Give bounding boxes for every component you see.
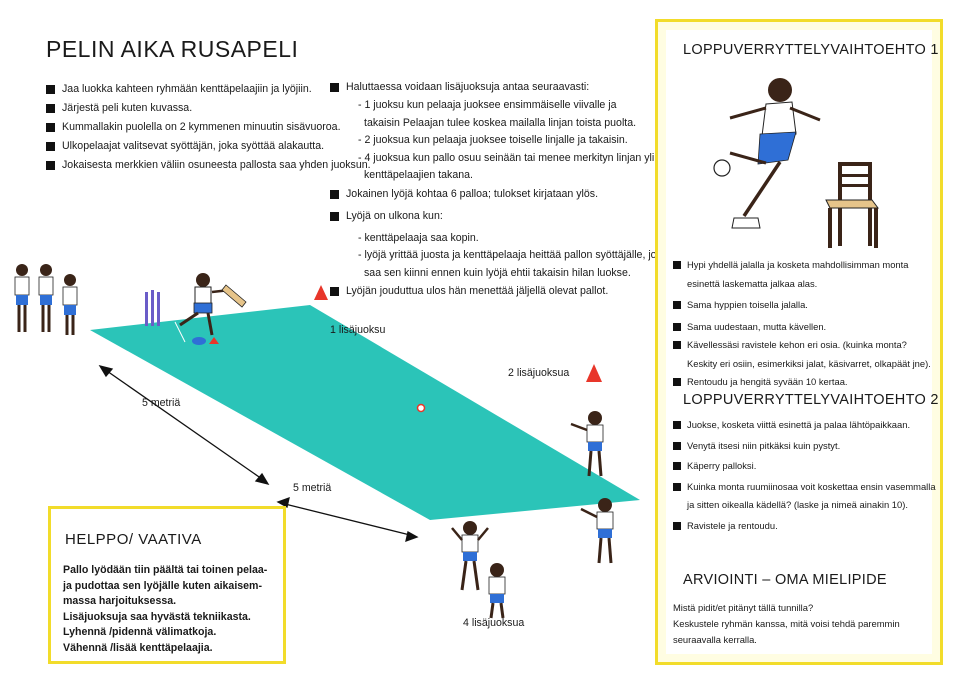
run-rule: - 1 juoksu kun pelaaja juoksee ensimmäis… [358, 99, 617, 111]
label-distance-bottom: 5 metriä [293, 482, 332, 494]
cooldown2-item: Kuinka monta ruumiinosaa voit koskettaa … [673, 478, 936, 497]
cooldown2-list: Juokse, kosketa viittä esinettä ja palaa… [673, 416, 936, 535]
out-item: - kenttäpelaaja saa kopin. [358, 231, 479, 244]
evaluation-line: Mistä pidit/et pitänyt tällä tunnilla? [673, 602, 814, 613]
evaluation-text: Mistä pidit/et pitänyt tällä tunnilla? K… [673, 600, 900, 648]
cooldown2-title: LOPPUVERRYTTELYVAIHTOEHTO 2 [683, 392, 939, 408]
difficulty-text: Pallo lyödään tiin päältä tai toinen pel… [63, 563, 267, 656]
difficulty-box: HELPPO/ VAATIVA Pallo lyödään tiin päält… [48, 506, 286, 664]
balls-rule: Jokainen lyöjä kohtaa 6 palloa; tulokset… [330, 185, 668, 204]
cooldown-panel [655, 19, 943, 665]
cooldown2-item: Ravistele ja rentoudu. [673, 517, 936, 536]
difficulty-line: Pallo lyödään tiin päältä tai toinen pel… [63, 564, 268, 576]
label-one-run: 1 lisäjuoksu [330, 324, 386, 336]
cooldown2-item-cont: ja sitten oikealla kädellä? (laske ja ni… [687, 499, 908, 510]
difficulty-title: HELPPO/ VAATIVA [65, 531, 202, 548]
label-two-runs: 2 lisäjuoksua [508, 367, 570, 379]
cooldown2-item: Käperry palloksi. [673, 457, 936, 476]
difficulty-line: Lisäjuoksuja saa hyvästä tekniikasta. [63, 610, 251, 623]
cone [314, 285, 328, 300]
field-illustration [14, 264, 640, 619]
run-rule: - 4 juoksua kun pallo osuu seinään tai m… [358, 151, 655, 164]
cooldown2-item: Juokse, kosketa viittä esinettä ja palaa… [673, 416, 936, 435]
pitch [90, 305, 640, 520]
label-distance-left: 5 metriä [142, 397, 181, 409]
difficulty-line: Vähennä /lisää kenttäpelaajia. [63, 641, 213, 654]
hopping-child-illustration [713, 78, 879, 248]
cooldown1-item-cont: esinettä laskematta jalkaa alas. [687, 277, 818, 289]
rule-item: Jaa luokka kahteen ryhmään kenttäpelaaji… [46, 80, 371, 99]
run-rule: takaisin Pelaajan tulee koskea mailalla … [364, 116, 637, 129]
out-item: - lyöjä yrittää juosta ja kenttäpelaaja … [358, 249, 668, 261]
cooldown1-item: Sama hyppien toisella jalalla. [673, 296, 931, 315]
cooldown1-item: Sama uudestaan, mutta kävellen. [673, 318, 931, 337]
cooldown1-item: Rentoudu ja hengitä syvään 10 kertaa. [673, 373, 931, 392]
label-four-runs: 4 lisäjuoksua [463, 617, 525, 629]
extra-runs-intro: Haluttaessa voidaan lisäjuoksuja antaa s… [330, 78, 668, 97]
cooldown2-item: Venytä itsesi niin pitkäksi kuin pystyt. [673, 437, 936, 456]
rule-item: Jokaisesta merkkien väliin osuneesta pal… [46, 156, 371, 175]
cooldown1-item-cont: Keskity eri osiin, esimerkiksi jalat, kä… [687, 357, 931, 369]
distance-arrow-bottom [276, 496, 419, 543]
difficulty-line: Lyhennä /pidennä välimatkoja. [63, 626, 217, 638]
extra-runs-section: Haluttaessa voidaan lisäjuoksuja antaa s… [330, 78, 668, 301]
stumps [145, 290, 160, 326]
rule-item: Kummallakin puolella on 2 kymmenen minuu… [46, 118, 371, 137]
evaluation-line: Keskustele ryhmän kanssa, mitä voisi teh… [673, 618, 900, 629]
batter-figure [179, 273, 247, 336]
cooldown1-item: Kävellessäsi ravistele kehon eri osia. (… [673, 336, 931, 355]
out-item: saa sen kiinni ennen kuin lyöjä ehtii ta… [364, 266, 631, 279]
rule-item: Järjestä peli kuten kuvassa. [46, 99, 371, 118]
run-rule: - 2 juoksua kun pelaaja juoksee toiselle… [358, 134, 628, 146]
chair [825, 162, 879, 248]
waiting-batters [14, 264, 78, 335]
rule-item: Ulkopelaajat valitsevat syöttäjän, joka … [46, 137, 371, 156]
evaluation-line: seuraavalla kerralla. [673, 634, 757, 645]
cooldown1-list: Hypi yhdellä jalalla ja kosketa mahdolli… [673, 256, 931, 392]
distance-arrow-left [98, 364, 270, 486]
out-title: Lyöjä on ulkona kun: [330, 207, 668, 226]
cooldown1-title: LOPPUVERRYTTELYVAIHTOEHTO 1 [683, 42, 939, 58]
rules-list: Jaa luokka kahteen ryhmään kenttäpelaaji… [46, 80, 371, 175]
cooldown1-item: Hypi yhdellä jalalla ja kosketa mahdolli… [673, 256, 931, 275]
ball [416, 403, 426, 413]
difficulty-line: massa harjoituksessa. [63, 595, 177, 607]
page-title: PELIN AIKA RUSAPELI [46, 36, 299, 62]
difficulty-line: ja pudottaa sen lyöjälle kuten aikaisem- [63, 579, 262, 592]
out-last: Lyöjän jouduttua ulos hän menettää jälje… [330, 282, 668, 301]
fielders [451, 411, 614, 619]
evaluation-title: ARVIOINTI – OMA MIELIPIDE [683, 572, 887, 588]
run-rule: kenttäpelaajien takana. [364, 169, 473, 181]
cone [586, 364, 602, 382]
